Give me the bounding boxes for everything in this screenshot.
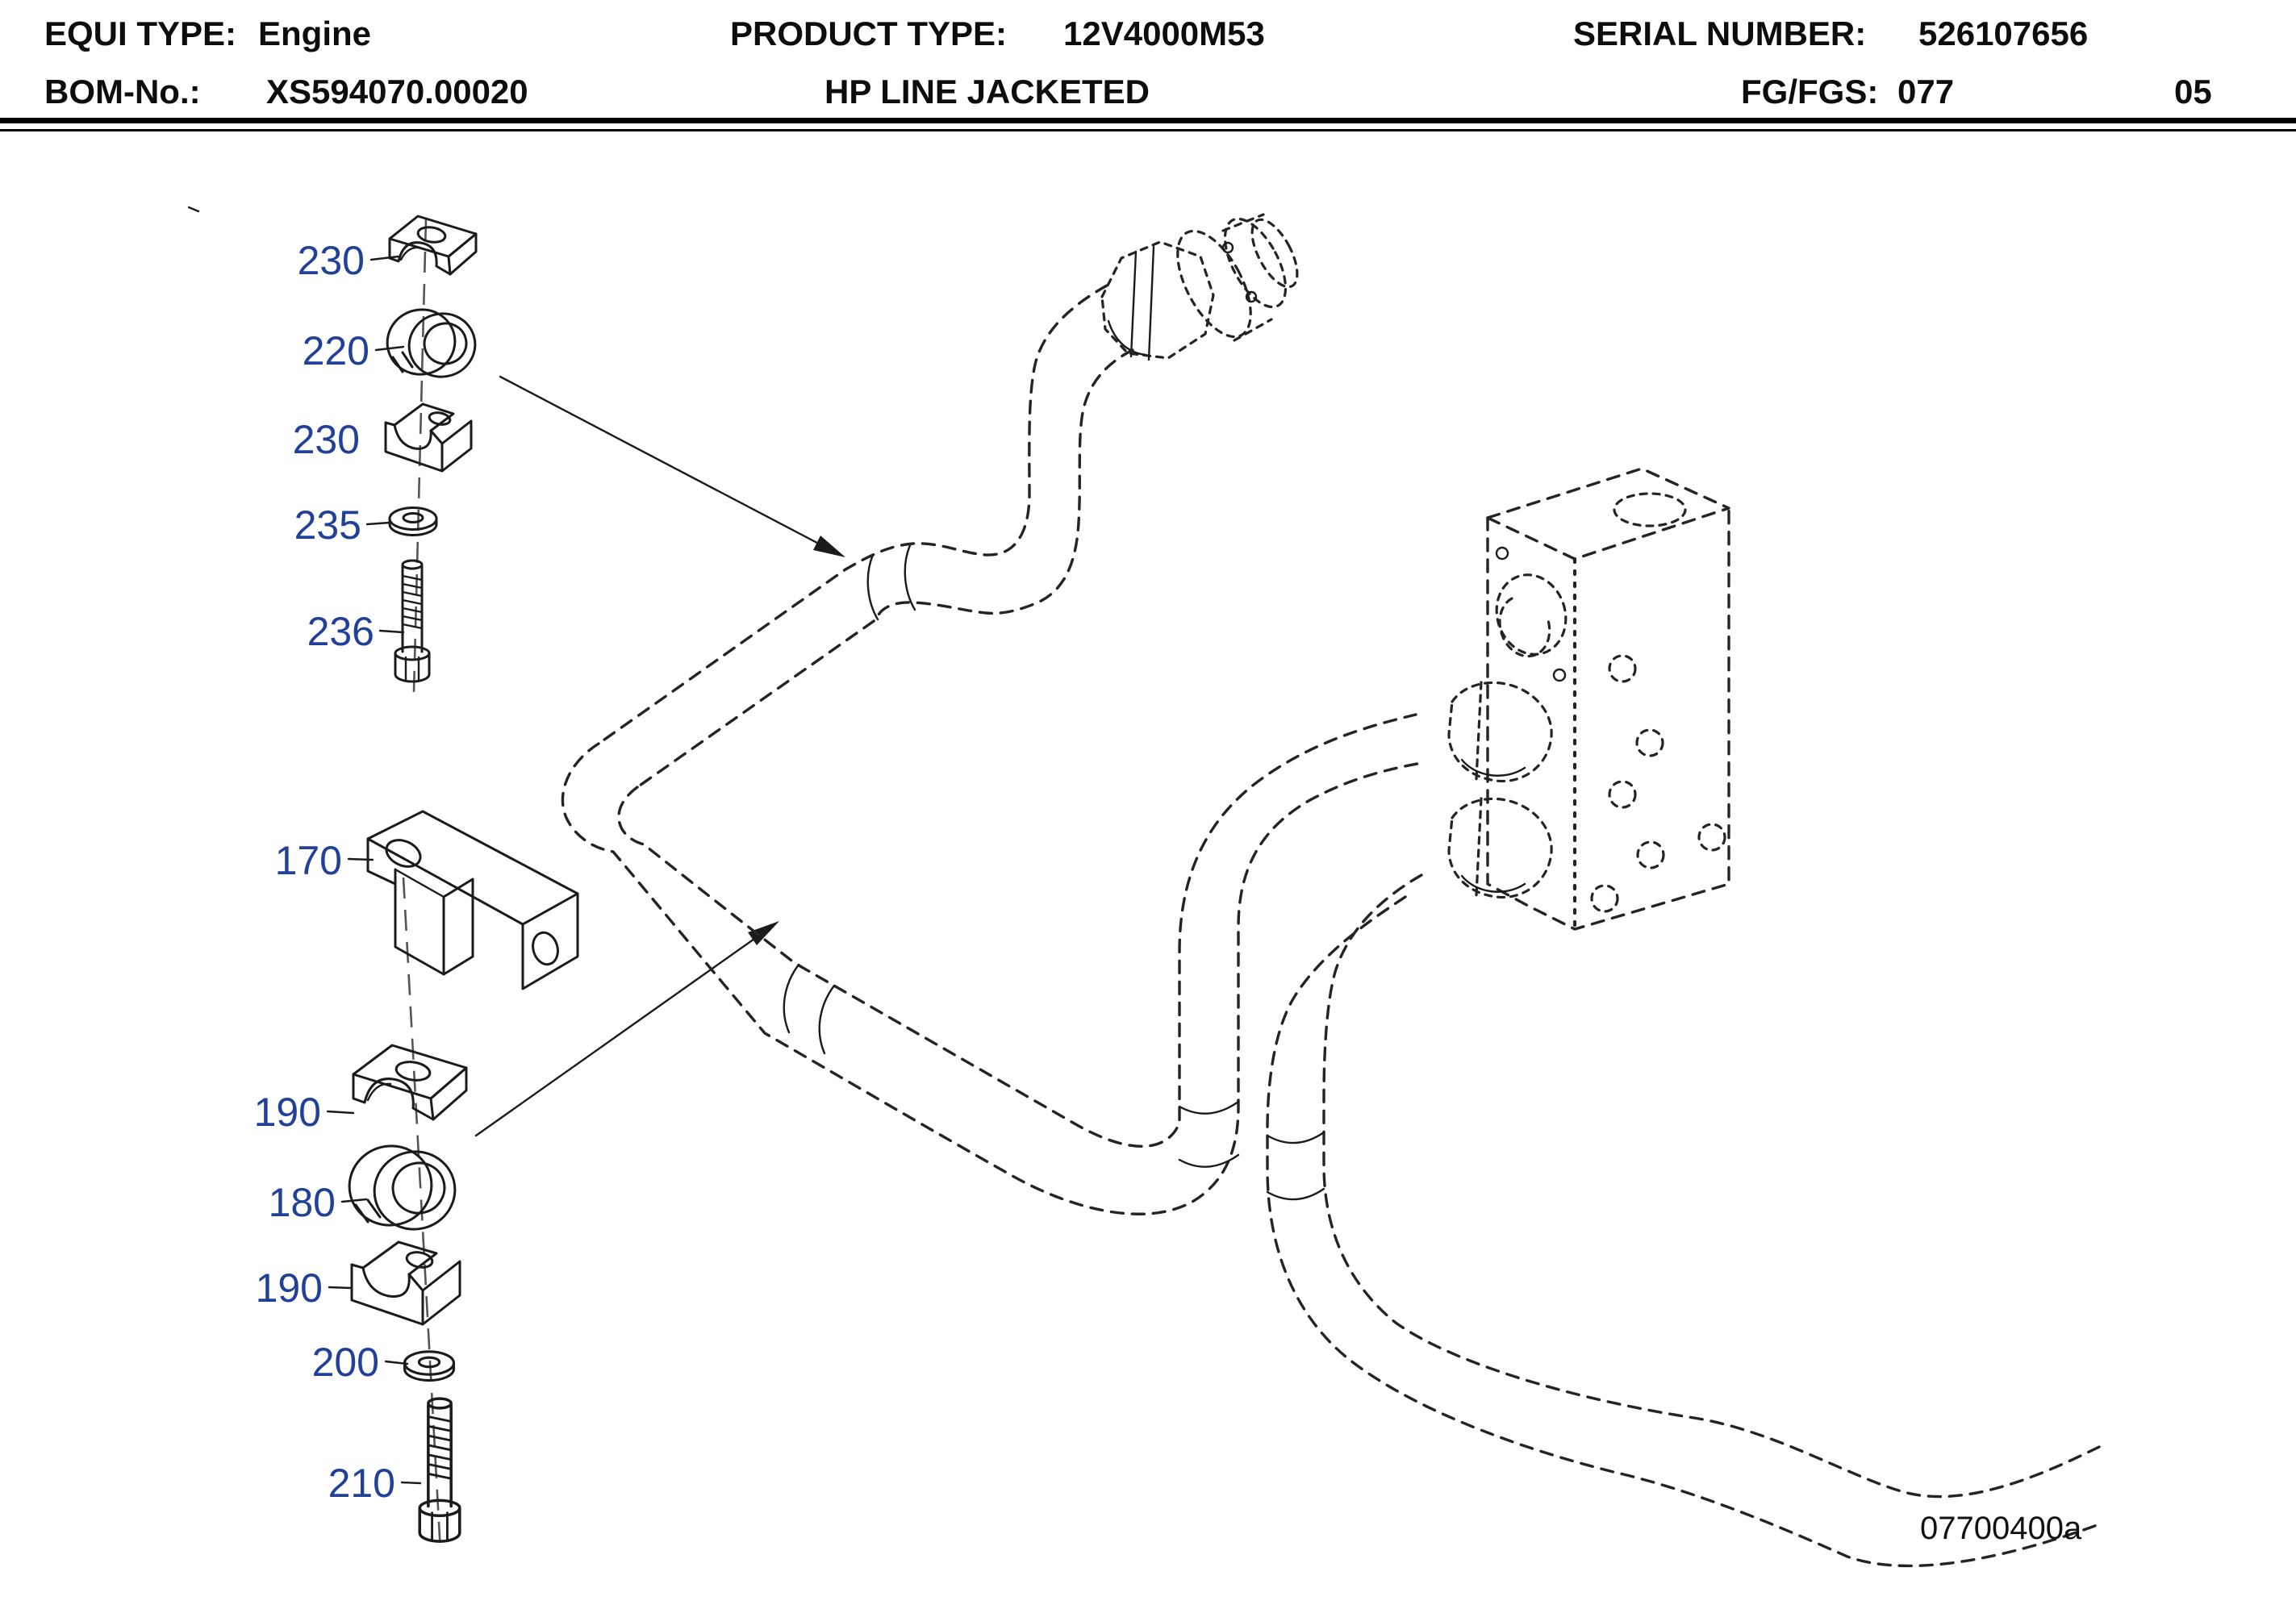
arrow-lower-clamp-location xyxy=(474,921,779,1137)
leader-230-upper xyxy=(369,255,400,261)
callout-180[interactable]: 180 xyxy=(269,1180,336,1225)
pipe-union-fitting-top xyxy=(1100,213,1299,361)
callout-190-lower[interactable]: 190 xyxy=(256,1265,323,1311)
part-230-upper-clamp xyxy=(388,215,478,276)
callout-236[interactable]: 236 xyxy=(307,609,374,654)
fg-fgs-label: FG/FGS: xyxy=(1741,73,1879,110)
callout-210[interactable]: 210 xyxy=(328,1461,395,1506)
part-190-lower-clamp xyxy=(350,1240,461,1326)
leader-190-lower xyxy=(328,1286,353,1290)
leader-190-upper xyxy=(326,1110,355,1115)
callout-group: 230 220 230 235 236 170 190 180 190 200 … xyxy=(254,238,422,1506)
callout-235[interactable]: 235 xyxy=(294,502,361,548)
pipe-sleeve-band-2 xyxy=(783,963,836,1055)
serial-number-value: 526107656 xyxy=(1918,15,2089,52)
block-fitting-upper xyxy=(1447,681,1553,783)
callout-230-lower[interactable]: 230 xyxy=(293,417,360,462)
product-type-label: PRODUCT TYPE: xyxy=(730,15,1008,52)
part-200-washer xyxy=(403,1350,456,1382)
bom-label: BOM-No.: xyxy=(44,73,201,110)
part-230-lower-clamp xyxy=(384,402,473,473)
pipe-sleeve-band-3 xyxy=(1178,1100,1240,1168)
stray-mark xyxy=(187,206,200,213)
leader-220 xyxy=(374,345,405,352)
fg-fgs-value: 077 xyxy=(1897,73,1955,110)
centerline-upper-stack xyxy=(412,219,428,693)
callout-230-upper[interactable]: 230 xyxy=(298,238,365,283)
callout-170[interactable]: 170 xyxy=(275,838,342,883)
leader-180 xyxy=(340,1198,368,1203)
leader-236 xyxy=(378,629,405,634)
arrow-upper-clamp-location xyxy=(499,375,845,557)
part-180-bushing xyxy=(348,1144,457,1231)
equi-type-label: EQUI TYPE: xyxy=(44,15,237,52)
hp-line-pipe-return xyxy=(1266,873,2101,1568)
pipe-sleeve-band-1 xyxy=(866,544,916,621)
header-rule-thin xyxy=(0,129,2296,131)
block-top-port xyxy=(1613,492,1687,527)
pipe-sleeve-band-4 xyxy=(1266,1131,1325,1201)
block-fitting-lower xyxy=(1447,797,1553,899)
bom-value: XS594070.00020 xyxy=(266,73,528,110)
part-170-bracket xyxy=(366,810,579,990)
part-190-upper-clamp xyxy=(352,1044,468,1121)
sheet-number: 05 xyxy=(2174,73,2212,110)
page-title: HP LINE JACKETED xyxy=(824,73,1150,110)
part-220-bushing xyxy=(386,308,477,378)
drawing-number: 07700400a xyxy=(1920,1511,2082,1546)
part-210-bolt xyxy=(418,1397,461,1543)
part-235-washer xyxy=(388,507,438,536)
equi-type-value: Engine xyxy=(258,15,372,52)
manifold-block xyxy=(1447,467,1730,932)
hp-line-pipe-main xyxy=(561,213,1423,1215)
callout-200[interactable]: 200 xyxy=(312,1340,379,1385)
serial-number-label: SERIAL NUMBER: xyxy=(1573,15,1867,52)
centerline-lower-stack xyxy=(402,877,442,1553)
callout-190-upper[interactable]: 190 xyxy=(254,1090,321,1135)
product-type-value: 12V4000M53 xyxy=(1063,15,1265,52)
leader-235 xyxy=(365,521,391,526)
header-rule-thick xyxy=(0,118,2296,123)
callout-220[interactable]: 220 xyxy=(303,328,369,373)
leader-210 xyxy=(400,1481,422,1485)
part-236-bolt xyxy=(394,559,431,683)
